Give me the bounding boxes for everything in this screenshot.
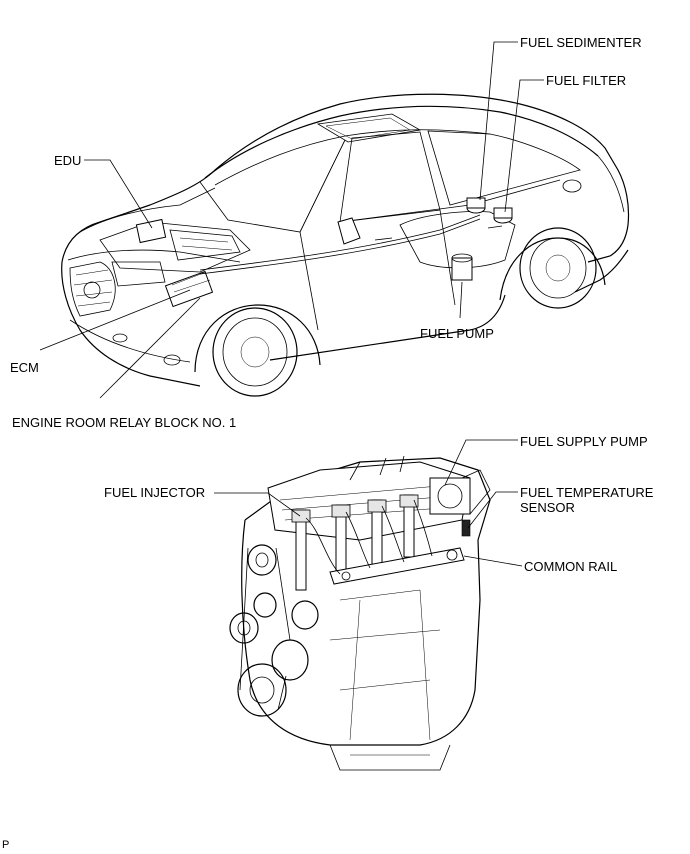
leader-common-rail — [463, 555, 523, 567]
label-ecm: ECM — [10, 360, 39, 375]
leader-fuel-injector — [214, 492, 301, 517]
engine-illustration — [214, 439, 523, 771]
leader-fuel-sedimenter — [479, 41, 518, 201]
fuel-supply-pump — [429, 469, 491, 515]
label-common-rail: COMMON RAIL — [524, 559, 618, 574]
leader-engine-room-relay — [99, 297, 201, 399]
label-fuel-temperature-sensor-line1: FUEL TEMPERATURE — [520, 485, 654, 500]
label-edu: EDU — [54, 153, 82, 168]
leader-edu — [84, 159, 153, 229]
leader-fuel-supply-pump — [444, 439, 518, 486]
fuel-injectors — [291, 494, 419, 591]
label-fuel-temperature-sensor-line2: SENSOR — [520, 500, 575, 515]
car-illustration — [39, 41, 630, 399]
leader-ecm — [39, 289, 191, 351]
label-engine-room-relay-block: ENGINE ROOM RELAY BLOCK NO. 1 — [12, 415, 237, 430]
label-fuel-pump: FUEL PUMP — [420, 326, 494, 341]
leader-fuel-pump — [459, 281, 463, 319]
label-fuel-sedimenter: FUEL SEDIMENTER — [520, 35, 642, 50]
leader-fuel-temperature-sensor — [467, 491, 518, 529]
label-fuel-supply-pump: FUEL SUPPLY PUMP — [520, 434, 648, 449]
common-rail — [329, 547, 465, 585]
fuel-temperature-sensor — [461, 519, 471, 537]
page-marker: P — [2, 839, 10, 851]
leader-fuel-filter — [504, 79, 544, 213]
label-fuel-injector: FUEL INJECTOR — [104, 485, 206, 500]
label-fuel-filter: FUEL FILTER — [546, 73, 627, 88]
